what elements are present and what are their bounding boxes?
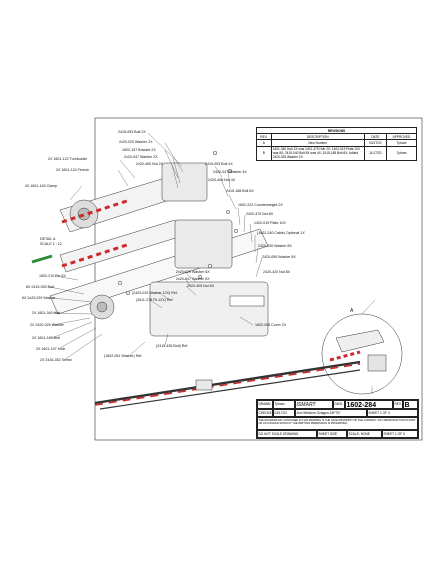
callout-label: 2420-420 Nut 8X [263, 270, 291, 274]
table-row: B 1601-340 Hub 2X was 1401-479 Hub 2X; 1… [256, 145, 417, 161]
detail-view-letter: A [350, 308, 354, 314]
callout-label: (2420-015 Washer 12X) Ref. [132, 291, 178, 295]
drawn-by: Tpham [273, 400, 295, 409]
property-notice: THE INFORMATION CONTAINED IN THIS DRAWIN… [257, 417, 418, 430]
callout-label: 4X 1601-163 Clamp [25, 184, 57, 188]
callout-label: 2X 2420-025 Washer [30, 323, 64, 327]
dwg-number: 1602-284 [345, 400, 393, 409]
rev-label: REV. [393, 400, 403, 409]
detail-scale: SCALE 1 : 12 [40, 242, 62, 246]
approved-cell: Tpham [386, 139, 417, 147]
callout-label: 2x20-029 Washer 2X [119, 140, 153, 144]
drawing-title: Arm Weldone Octagon 24FT07 [295, 409, 367, 417]
dwg-label: DWG. NO. [333, 400, 345, 409]
callout-label: 2x20-029 Washer 6X [176, 270, 210, 274]
callout-label: (2415-435 Bolt) Ref. [156, 344, 189, 348]
table-row: A New Number 03/17/22 Tpham [256, 139, 417, 147]
detail-title: DETAIL A [40, 237, 56, 241]
approved-cell: Tpham [386, 145, 417, 161]
callout-label: (1602-240 Cable) Optional 1X [257, 231, 305, 235]
callout-label: 2X 1601-124 Ferrule [56, 168, 89, 172]
callout-label: 2X 2416-352 Screw [40, 358, 72, 362]
drawn-label: DRAWN [257, 400, 273, 409]
callout-label: 2420-030 Washer 8X [258, 244, 292, 248]
callout-label: 2415-053 Bolt 2X [118, 130, 146, 134]
rev-letter: B [403, 400, 418, 409]
callout-label: 2X 1601-122 Turnbuckle [48, 157, 88, 161]
scale-label: SCALE: NONE [347, 430, 382, 438]
callout-label: 2415-053 Bolt 4X [205, 162, 233, 166]
sheet-number-footer: SHEET 1 OF 3 [382, 430, 418, 438]
callout-label: 2420-047 Washer 4X [213, 170, 247, 174]
callout-label: (2611-278 Fit-12X) Ref. [136, 298, 174, 302]
callout-label: 1602-006 Cover 2X [255, 323, 287, 327]
boom-stripes [31, 198, 131, 268]
date-cell: 11/17/23 [363, 145, 388, 161]
callout-label: 2420-050 Washer 8X [262, 255, 296, 259]
callout-label: 2x20-047 Washer 2X [124, 155, 158, 159]
callout-label: 1602-210 Pin 6X [39, 274, 66, 278]
callout-label: 1402-019 Plate 10X [254, 221, 286, 225]
brand-logo: ISMART [295, 400, 333, 409]
revisions-table: REVISIONS REV. DESCRIPTION DATE APPROVED… [256, 126, 417, 161]
drawn-date: 03/17/22 [273, 409, 295, 417]
callout-label: 2x20-047 Washer 6X [176, 277, 210, 281]
detail-a-drawing [329, 329, 387, 372]
callout-label: 6X 2415-053 Bolt [26, 285, 54, 289]
callout-label: 2X 1601-197 Lock [36, 347, 66, 351]
rev-cell: B [256, 145, 272, 161]
callout-label: 2420-470 Nut 8X [246, 212, 274, 216]
sheet-size-label: SHEET SIZE [317, 430, 347, 438]
callout-label: 2420-405 Nut 4X [208, 178, 236, 182]
leader-lines [49, 132, 376, 394]
date-cell: 03/17/22 [363, 139, 388, 147]
callout-label: 2420-405 Nut 6X [187, 284, 215, 288]
callout-label: 2X 1601-165 Bolt [32, 336, 60, 340]
callout-label: (1602-051 Washer) Ref. [104, 354, 143, 358]
description-cell: 1601-340 Hub 2X was 1401-479 Hub 2X; 140… [270, 145, 365, 161]
sheet-number: SHEET 1 OF 3 [367, 409, 418, 417]
full-arm-view [94, 360, 361, 410]
title-block: DRAWN Tpham CHECKED 03/17/22 ISMART Arm … [256, 399, 419, 439]
callout-label: 2X 1601-340 Hub [32, 311, 61, 315]
do-not-scale-note: DO NOT SCALE DRAWING [257, 430, 317, 438]
checked-label: CHECKED [257, 409, 273, 417]
callout-label: 6X 2x20-029 Washer [22, 296, 56, 300]
callout-label: 1602-197 Bracket 2X [122, 148, 156, 152]
callout-label: 2415-188 Bolt 6X [226, 189, 254, 193]
callout-label: 1602-222 Counterweight 2X [238, 203, 283, 207]
callout-label: 2x20-405 Nut 2X [136, 162, 163, 166]
